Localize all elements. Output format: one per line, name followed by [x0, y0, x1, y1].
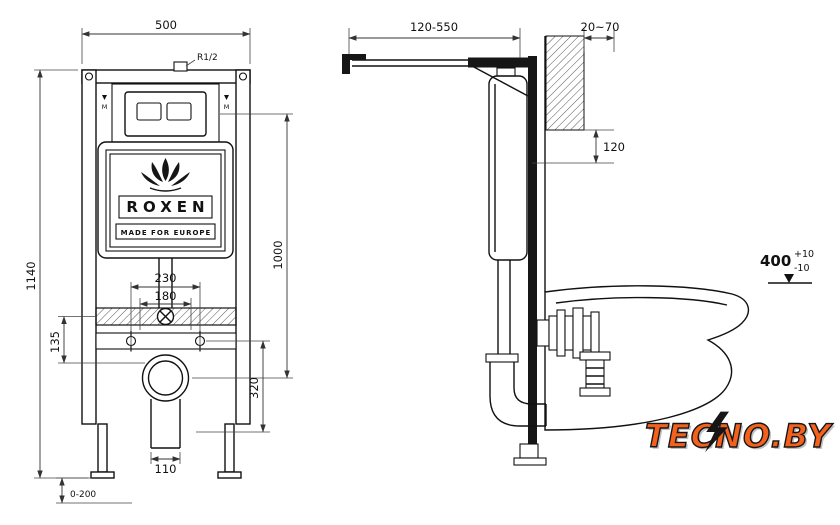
outlet-pipe	[150, 399, 181, 449]
plate-mark-right: M	[224, 103, 230, 111]
flush-button-left	[136, 102, 162, 121]
front-dimensions: 500 1140 R1/2 230 180 1000 135	[24, 18, 293, 504]
lower-assembly	[95, 258, 237, 449]
label-inlet-thread: R1/2	[197, 53, 218, 63]
dim-bowl-height: 400	[760, 252, 791, 270]
side-view: 120-550 20~70 120 400 +10 -10	[342, 20, 814, 466]
plate-mark-left: M	[102, 103, 108, 111]
flush-button-right	[166, 102, 192, 121]
front-view: M M ROXEN MADE FOR EUROPE	[24, 18, 293, 504]
dim-outlet-width: 110	[155, 462, 177, 476]
cistern-side	[488, 67, 528, 358]
dim-bowl-height-tol-minus: -10	[794, 263, 810, 274]
dim-frame-width: 500	[155, 18, 177, 32]
crown-icon	[141, 158, 190, 192]
leg-left	[97, 423, 108, 473]
foot-right	[217, 471, 242, 479]
corner-bolt-icon	[84, 72, 94, 81]
dim-depth: 120	[603, 140, 625, 154]
cistern: ROXEN MADE FOR EUROPE	[97, 141, 234, 259]
dim-bowl-height-tol-plus: +10	[794, 249, 814, 260]
wall-bracket	[342, 54, 529, 97]
frame-structure	[81, 61, 251, 479]
foot-plate-side	[513, 457, 547, 466]
wall-section	[544, 35, 585, 292]
side-dimensions: 120-550 20~70 120 400 +10 -10	[348, 20, 814, 284]
mark-arrow-icon	[102, 95, 107, 100]
water-inlet-fitting	[173, 61, 188, 72]
dim-frame-height: 1140	[24, 261, 38, 290]
foot-bracket-side	[519, 443, 539, 459]
outlet-fittings	[536, 307, 611, 397]
flush-plate-area: M M	[102, 83, 230, 143]
frame-profile-side	[513, 56, 547, 466]
drain-elbow	[485, 353, 547, 427]
brand-tagline: MADE FOR EUROPE	[121, 229, 212, 237]
dim-outlet-offset: 320	[247, 377, 261, 399]
brand-name: ROXEN	[126, 198, 209, 216]
foot-left	[90, 471, 115, 479]
dim-fixing-spacing: 230	[155, 271, 177, 285]
outlet-opening	[141, 354, 190, 402]
leg-right	[224, 423, 235, 473]
flush-plate	[124, 91, 207, 137]
level-marker-icon	[784, 274, 794, 283]
dim-bracket-range: 120-550	[410, 20, 458, 34]
dim-wall-offset: 20~70	[581, 20, 620, 34]
bracket-anchor	[342, 54, 366, 74]
tecno-logo-text: TECNO.BY	[644, 416, 832, 455]
dim-bar-offset: 135	[48, 331, 62, 353]
corner-bolt-icon	[238, 72, 248, 81]
lightning-icon	[705, 411, 729, 453]
dim-leg-adjust-range: 0-200	[70, 490, 96, 500]
dim-plate-height: 1000	[271, 240, 285, 269]
tecno-logo: TECNO.BY	[644, 411, 832, 456]
dim-inner-spacing: 180	[155, 289, 177, 303]
mark-arrow-icon	[224, 95, 229, 100]
wall-hatch-block	[545, 35, 585, 131]
